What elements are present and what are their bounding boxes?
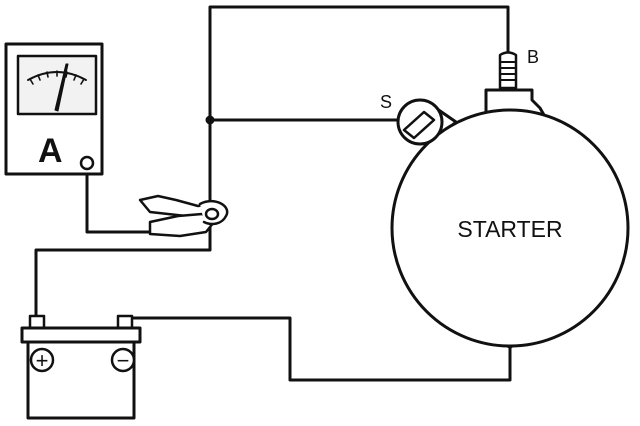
battery [20,314,142,420]
battery-positive-label: + [36,348,49,373]
wires [34,5,515,382]
starter-motor [390,51,630,348]
b-terminal-threads [499,61,517,81]
wire-battery-negative-to-ground [124,316,512,382]
junction-dot [205,115,215,125]
s-terminal-label: S [380,92,392,112]
battery-lid [20,326,142,344]
ammeter-label: A [38,132,63,170]
b-terminal-label: B [527,47,539,67]
battery-negative-icon [110,347,136,373]
ammeter-needle [54,63,69,112]
ammeter [4,42,104,176]
ammeter-scale-ticks [29,70,85,85]
battery-positive-icon [29,347,55,373]
battery-negative-label: − [117,348,130,373]
s-terminal-connector [402,110,436,140]
starter-housing [390,108,630,348]
wire-meter-lead [85,168,152,234]
ammeter-terminal [79,155,95,171]
clip-hinge [204,207,220,221]
clip-lower-jaw [148,212,216,238]
wire-battery-positive [34,230,212,320]
starter-label: STARTER [457,216,562,242]
alligator-clip [138,194,229,238]
b-terminal-stud [498,51,518,90]
